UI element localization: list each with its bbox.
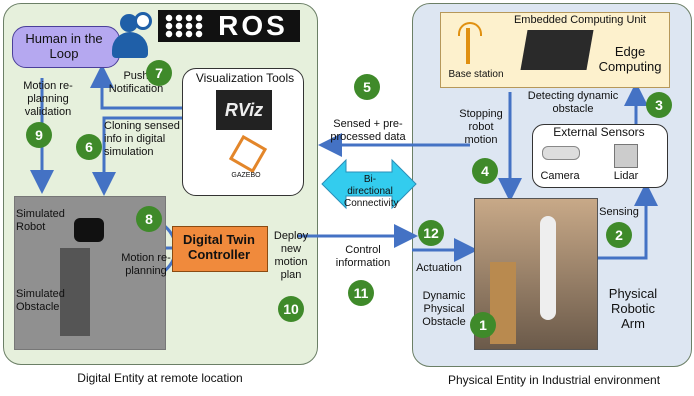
step-2: 2 — [606, 222, 632, 248]
physical-entity-caption: Physical Entity in Industrial environmen… — [447, 373, 661, 387]
physical-arm-label: Physical Robotic Arm — [608, 286, 658, 331]
stopping-label: Stopping robot motion — [459, 108, 503, 146]
actuation-label: Actuation — [416, 262, 462, 274]
visualization-tools-box — [182, 68, 304, 196]
rviz-logo-text: RViz — [224, 100, 264, 120]
simulated-robot-shape — [74, 218, 104, 242]
bidirectional-label: Bi-directional Connectivity — [344, 174, 399, 209]
bidirectional-arrow — [321, 158, 417, 210]
step-11: 11 — [348, 280, 374, 306]
dynamic-obstacle-label: Dynamic Physical Obstacle — [422, 290, 466, 328]
robot-arm-shape — [540, 216, 556, 320]
step-12: 12 — [418, 220, 444, 246]
control-info-label: Control information — [335, 244, 391, 269]
step-6: 6 — [76, 134, 102, 160]
simulated-robot-label: Simulated Robot — [16, 208, 65, 233]
lidar-icon — [614, 144, 638, 168]
rviz-logo — [216, 90, 272, 130]
person-icon — [108, 12, 152, 60]
visualization-tools-title: Visualization Tools — [195, 71, 295, 85]
digital-twin-controller-label: Digital Twin Controller — [183, 232, 255, 262]
step-3: 3 — [646, 92, 672, 118]
step-4: 4 — [472, 158, 498, 184]
push-notification-label: Push Notification — [108, 70, 164, 95]
camera-icon — [542, 146, 580, 160]
antenna-icon — [458, 22, 482, 36]
step-9: 9 — [26, 122, 52, 148]
gazebo-label: GAZEBO — [231, 172, 261, 179]
simulated-obstacle-shape — [60, 248, 90, 336]
edge-computing-label: Edge Computing — [598, 44, 662, 74]
base-station-label: Base station — [448, 69, 504, 80]
step-7: 7 — [146, 60, 172, 86]
step-8: 8 — [136, 206, 162, 232]
step-5: 5 — [354, 74, 380, 100]
ecu-title: Embedded Computing Unit — [513, 14, 647, 26]
detecting-label: Detecting dynamic obstacle — [527, 90, 619, 115]
human-in-loop-label: Human in the Loop — [25, 31, 103, 61]
sensing-label: Sensing — [599, 206, 639, 218]
base-station-icon — [466, 28, 470, 64]
lidar-label: Lidar — [613, 170, 639, 182]
ros-logo-text: ROS — [218, 10, 288, 41]
camera-label: Camera — [540, 170, 580, 182]
deploy-label: Deploy new motion plan — [273, 230, 309, 281]
ros-logo-dots — [164, 14, 204, 38]
step-10: 10 — [278, 296, 304, 322]
simulated-obstacle-label: Simulated Obstacle — [16, 288, 65, 313]
sensed-label: Sensed + pre-processed data — [330, 118, 406, 143]
cloning-label: Cloning sensed info in digital simulatio… — [104, 120, 180, 158]
motion-replanning-label: Motion re-planning — [121, 252, 171, 277]
motion-validation-label: Motion re-planning validation — [23, 80, 73, 118]
edge-board-icon — [520, 30, 594, 70]
external-sensors-title: External Sensors — [553, 125, 645, 139]
digital-twin-controller-box — [172, 226, 268, 272]
step-1: 1 — [470, 312, 496, 338]
digital-entity-caption: Digital Entity at remote location — [77, 371, 243, 385]
